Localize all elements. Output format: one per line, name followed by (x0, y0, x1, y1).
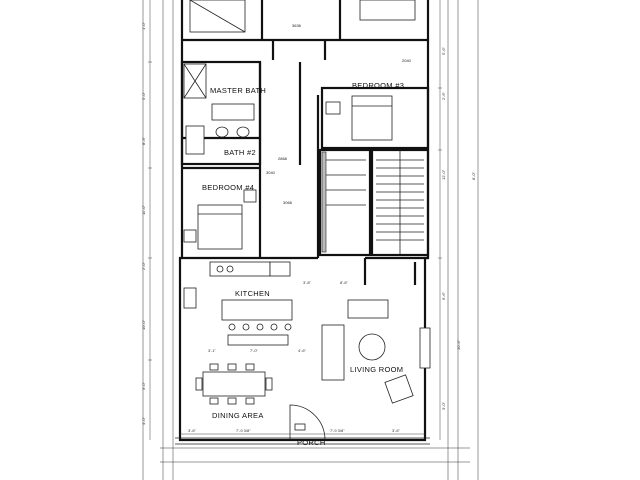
dim-bottom-4: 3'-6" (392, 428, 401, 433)
dim-left-5: 2'-0" (141, 261, 146, 270)
label-kitchen: KITCHEN (235, 289, 270, 298)
dim-right-4: 8'-0" (471, 171, 476, 180)
dim-right-5: 6'-6" (441, 291, 446, 300)
dim-living-2: 8'-6" (340, 280, 349, 285)
dim-bottom-3: 7'-9 3/8" (330, 428, 345, 433)
note-window-3: 3040 (266, 170, 276, 175)
label-bedroom-4: BEDROOM #4 (202, 183, 254, 192)
dim-kitchen-1: 3'-1" (208, 348, 217, 353)
dim-left-4: 11'-0" (141, 205, 146, 215)
stair-treads (321, 150, 424, 255)
dim-right-1: 5'-6" (441, 46, 446, 55)
note-door-2: 3068 (283, 200, 293, 205)
kitchen-fixtures (183, 261, 293, 346)
master-bath-fixtures (185, 103, 255, 155)
label-porch: PORCH (297, 438, 326, 447)
note-door-1: 2868 (278, 156, 288, 161)
dim-living-1: 3'-8" (303, 280, 312, 285)
porch (175, 423, 430, 445)
interior-walls (180, 0, 430, 285)
dim-kitchen-3: 4'-6" (298, 348, 307, 353)
dim-right-2: 2'-6" (441, 91, 446, 100)
dim-bottom-1: 3'-6" (188, 428, 197, 433)
dim-kitchen-2: 7'-0" (250, 348, 259, 353)
bedroom-3-bed (325, 95, 393, 141)
dining-table (195, 363, 273, 405)
label-dining-area: DINING AREA (212, 411, 264, 420)
dim-right-7: 3'-0" (441, 401, 446, 410)
dim-bottom-2: 7'-9 3/8" (236, 428, 251, 433)
dim-left-6: 10'-0" (141, 319, 146, 330)
dimension-ticks (148, 0, 442, 440)
dim-left-8: 4'-0" (141, 416, 146, 425)
grid-lines (142, 0, 479, 480)
label-bath-2: BATH #2 (224, 148, 256, 157)
dim-right-3: 12'-0" (441, 169, 446, 180)
label-master-bath: MASTER BATH (210, 86, 266, 95)
dim-left-7: 3'-0" (141, 381, 146, 390)
label-bedroom-3: BEDROOM #3 (352, 81, 404, 90)
dim-left-3: 8'-3" (141, 136, 146, 145)
label-living-room: LIVING ROOM (350, 365, 403, 374)
bedroom-top-bed (189, 0, 416, 33)
note-window-2: 2040 (402, 58, 412, 63)
entry-door (289, 404, 326, 441)
bedroom-4-bed (183, 189, 257, 250)
dim-right-6: 10'-6" (456, 339, 461, 350)
note-window-1: 3636 (292, 23, 302, 28)
dim-left-2: 5'-0" (141, 91, 146, 100)
living-room-furniture (321, 299, 431, 404)
dim-left-1: 1'-0" (141, 21, 146, 30)
